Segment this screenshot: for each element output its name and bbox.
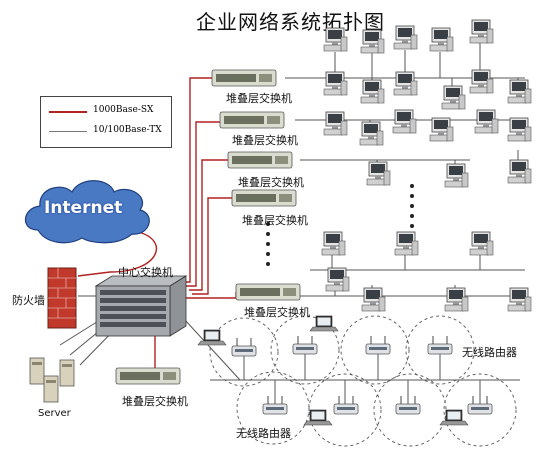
internet-label: Internet xyxy=(44,198,123,218)
stack-switch-label: 堆叠层交换机 xyxy=(226,92,292,105)
router-switch-icon xyxy=(235,283,301,301)
legend: 1000Base-SX 10/100Base-TX xyxy=(40,96,172,148)
server-label: Server xyxy=(38,408,71,419)
router-switch-icon xyxy=(115,367,181,385)
router-switch-icon xyxy=(227,151,293,169)
legend-item-copper: 10/100Base-TX xyxy=(49,125,169,139)
firewall-label: 防火墙 xyxy=(12,294,45,307)
wireless-router-label: 无线路由器 xyxy=(462,346,517,359)
stack-switch-label: 堆叠层交换机 xyxy=(244,306,310,319)
legend-item-fiber: 1000Base-SX xyxy=(49,105,169,119)
stack-switch-label: 堆叠层交换机 xyxy=(232,134,298,147)
stack-switch-label: 堆叠层交换机 xyxy=(242,214,308,227)
core-switch-label: 中心交换机 xyxy=(118,266,173,279)
stack-switch-label: 堆叠层交换机 xyxy=(122,395,188,408)
stack-switch-label: 堆叠层交换机 xyxy=(238,176,304,189)
wireless-coverage-areas xyxy=(209,315,517,447)
desktop-pcs xyxy=(321,19,532,312)
firewall-icon xyxy=(47,267,77,329)
legend-fiber-swatch xyxy=(49,111,87,113)
legend-fiber-label: 1000Base-SX xyxy=(93,105,154,115)
legend-copper-label: 10/100Base-TX xyxy=(93,125,162,135)
core-switch-icon xyxy=(94,275,188,337)
router-switch-icon xyxy=(211,69,277,87)
cloud-icon xyxy=(24,180,150,244)
legend-copper-swatch xyxy=(49,131,87,132)
server-icon xyxy=(29,357,75,403)
diagram-title: 企业网络系统拓扑图 xyxy=(196,10,385,34)
laptops xyxy=(197,315,469,426)
wireless-router-label: 无线路由器 xyxy=(236,427,291,440)
router-switch-icon xyxy=(231,189,297,207)
ellipsis-dots xyxy=(266,184,414,266)
router-switch-icon xyxy=(219,111,285,129)
